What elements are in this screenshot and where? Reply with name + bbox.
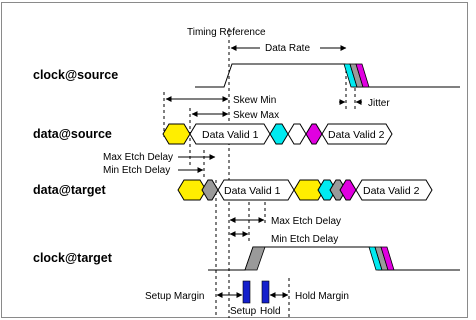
data-source-label: data@source xyxy=(33,127,112,141)
data-rate-label-bg xyxy=(260,41,320,54)
data-source-valid-2-box xyxy=(321,123,393,145)
min-etch-delay-left-label: Min Etch Delay xyxy=(103,165,170,176)
max-etch-delay-right-label: Max Etch Delay xyxy=(271,216,341,227)
max-etch-delay-left-label: Max Etch Delay xyxy=(103,152,173,163)
skew-min-label: Skew Min xyxy=(233,95,276,106)
clock-target-edge-grey xyxy=(244,246,266,271)
jitter-label: Jitter xyxy=(368,98,390,109)
min-etch-delay-right-label: Min Etch Delay xyxy=(271,234,338,245)
data-source-valid-2-text: Data Valid 2 xyxy=(328,129,385,141)
hold-bar xyxy=(261,280,270,304)
clock-target-jitter-magenta xyxy=(380,246,395,271)
timing-reference-label: Timing Reference xyxy=(187,27,266,38)
clock-source-jitter-magenta xyxy=(355,63,370,88)
data-target-valid-2-box xyxy=(355,179,433,201)
setup-bar xyxy=(242,280,251,304)
clock-target-label: clock@target xyxy=(33,251,113,265)
hold-label: Hold xyxy=(260,306,281,317)
data-target-label: data@target xyxy=(33,183,106,197)
clock-source-label: clock@source xyxy=(33,68,118,82)
data-target-valid-2-text: Data Valid 2 xyxy=(363,185,420,197)
clock-source-waveform xyxy=(195,63,460,88)
setup-label: Setup xyxy=(230,306,257,317)
data-rate-label: Data Rate xyxy=(265,43,310,54)
setup-margin-label: Setup Margin xyxy=(145,291,204,302)
skew-max-label: Skew Max xyxy=(233,110,279,121)
hold-margin-label: Hold Margin xyxy=(295,291,349,302)
data-source-valid-1-text: Data Valid 1 xyxy=(202,129,259,141)
data-source-yellow-transition xyxy=(162,123,191,145)
data-target-valid-1-text: Data Valid 1 xyxy=(224,185,281,197)
